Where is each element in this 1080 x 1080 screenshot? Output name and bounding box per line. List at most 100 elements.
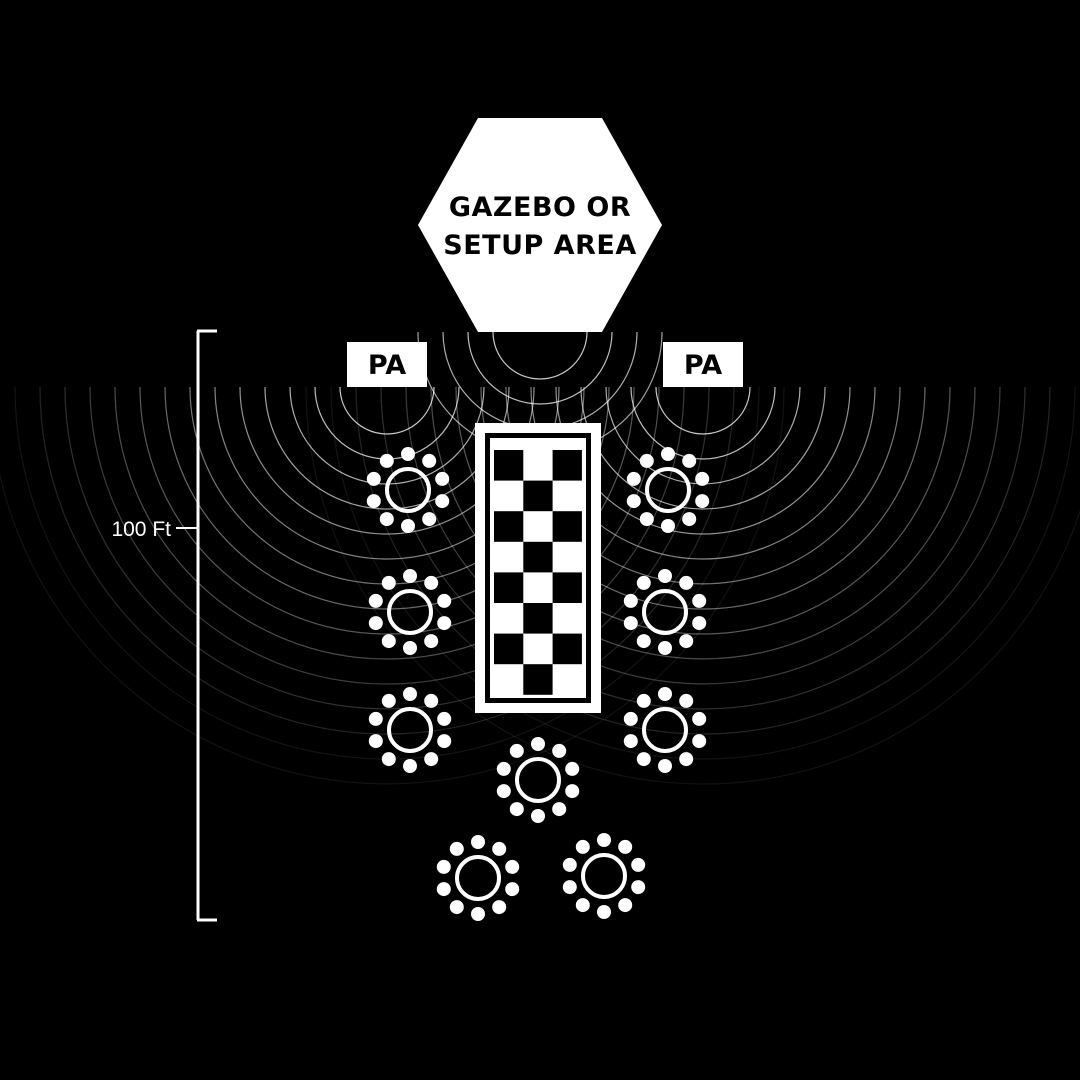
sound-wave-pa-right-1 [655,386,751,435]
dance-floor-tile [494,511,524,542]
chair [492,841,507,856]
chair [403,641,417,655]
chair [618,898,633,913]
table-top [581,853,627,899]
chair [379,453,394,468]
chair [381,634,396,649]
chair [682,453,697,468]
chair [509,743,524,758]
chair [403,569,417,583]
pa-speaker-right: PA [663,342,743,387]
chair [636,634,651,649]
dance-floor-tile [494,633,524,665]
sound-wave-pa-right-13 [355,386,1051,735]
chair [631,857,646,872]
chair [636,752,651,767]
chair [381,575,396,590]
pa-speaker-left: PA [347,342,427,387]
sound-wave-setup-2 [467,331,613,405]
chair [626,494,641,509]
dance-floor-tile [523,603,553,634]
chair [424,634,439,649]
chair [449,841,464,856]
chair [437,593,452,608]
chair [661,519,675,533]
chair [679,693,694,708]
chair [379,512,394,527]
chair [366,494,381,509]
table-top [642,589,688,635]
chair [381,693,396,708]
chair [505,859,520,874]
dance-floor-tile [494,450,524,481]
sound-wave-pa-left-15 [0,386,785,785]
chair [471,907,485,921]
chair [496,784,511,799]
tables [366,447,710,921]
chair [437,711,452,726]
chair [496,761,511,776]
sound-waves [0,331,1080,785]
chair [597,833,611,847]
round-table [496,737,580,823]
round-table [562,833,646,919]
chair [639,453,654,468]
chair [636,693,651,708]
chair [436,882,451,897]
chair [401,447,415,461]
dance-floor [475,423,601,713]
chair [565,761,580,776]
sound-wave-pa-left-9 [139,386,635,635]
chair [403,759,417,773]
chair [695,494,710,509]
pa-speaker-right-box [663,342,743,387]
chair [422,453,437,468]
chair [435,471,450,486]
chair [692,711,707,726]
dance-floor-tile [523,664,553,695]
setup-area: GAZEBO OR SETUP AREA [418,118,662,332]
table-top [385,467,431,513]
table-top [455,855,501,901]
chair [424,693,439,708]
chair [565,784,580,799]
sound-wave-pa-right-15 [305,386,1080,785]
chair [368,711,383,726]
chair [562,880,577,895]
chair [366,471,381,486]
chair [471,835,485,849]
round-table [626,447,710,533]
chair [435,494,450,509]
dance-floor-tile [552,450,582,481]
sound-wave-pa-right-11 [405,386,1001,685]
scale-bar: 100 Ft [111,329,217,922]
chair [531,809,545,823]
sound-wave-pa-left-12 [64,386,710,710]
chair [422,512,437,527]
dance-floor-checkerboard [494,450,582,695]
chair [692,734,707,749]
chair [437,734,452,749]
sound-wave-pa-left-10 [114,386,660,660]
chair [531,737,545,751]
chair [424,752,439,767]
chair [368,593,383,608]
chair [552,802,567,817]
dance-floor-tile [523,541,553,573]
chair [636,575,651,590]
chair [562,857,577,872]
setup-area-hexagon [418,118,662,332]
setup-area-label-line2: SETUP AREA [443,230,636,261]
sound-wave-pa-left-13 [39,386,735,735]
chair [403,687,417,701]
setup-area-label-line1: GAZEBO OR [449,192,631,223]
sound-wave-pa-left-1 [339,386,435,435]
chair [658,759,672,773]
chair [679,752,694,767]
chair [623,711,638,726]
chair [695,471,710,486]
dance-floor-tile [552,511,582,542]
chair [692,616,707,631]
chair [679,575,694,590]
chair [575,898,590,913]
